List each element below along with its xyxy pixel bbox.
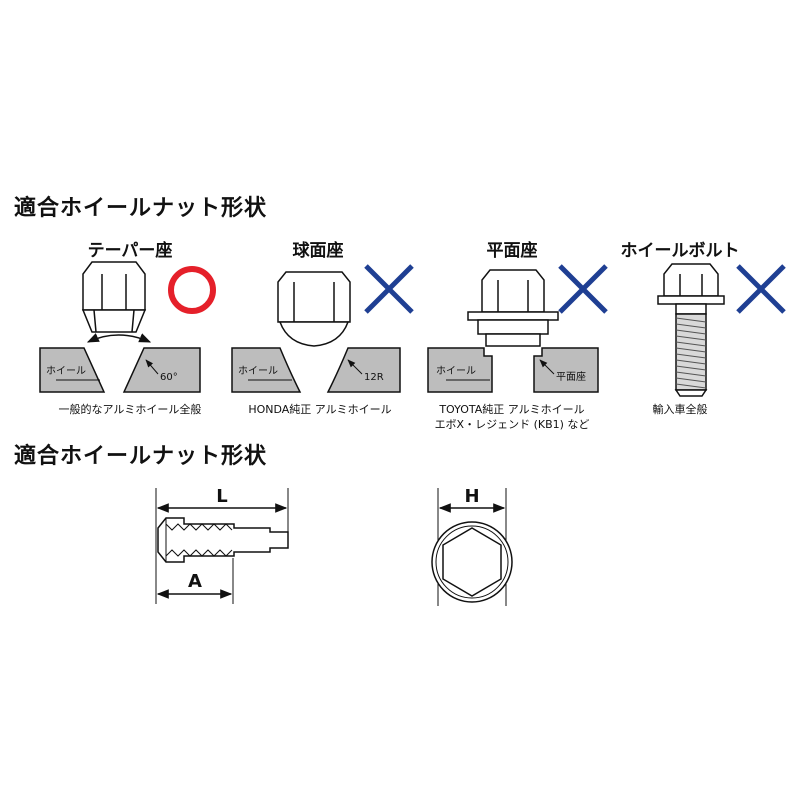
seat-leader [539, 359, 555, 375]
section-title-fitment: 適合ホイールナット形状 [14, 196, 268, 221]
ball-nut-icon [277, 271, 351, 347]
nut-side-view: L A [155, 486, 289, 604]
item-label-ball-seat: 球面座 [292, 241, 344, 261]
item-label-flat-seat: 平面座 [486, 241, 538, 261]
caption-line: 一般的なアルミホイール全般 [58, 403, 202, 416]
nut-thread [165, 518, 233, 562]
taper-seat-diagram: ホイール 60° [39, 261, 216, 393]
caption-ball-seat: HONDA純正 アルミホイール [220, 402, 420, 417]
caption-line: 輸入車全般 [652, 403, 708, 416]
caption-wheel-bolt: 輸入車全般 [600, 402, 760, 417]
wheel-label: ホイール [46, 365, 86, 377]
ball-seat-diagram: ホイール 12R [231, 264, 414, 393]
wheel-label: ホイール [436, 365, 476, 377]
seat-leader [145, 359, 159, 375]
bolt-thread [675, 317, 707, 389]
circle-mark-icon [168, 266, 216, 314]
flat-seat-diagram: ホイール 平面座 [427, 264, 608, 393]
caption-flat-seat: TOYOTA純正 アルミホイール エボX・レジェンド (KB1) など [412, 402, 612, 432]
item-label-wheel-bolt: ホイールボルト [620, 241, 740, 261]
angle-arc [86, 333, 152, 343]
wheel-bolt-icon [657, 263, 725, 397]
seat-label: 平面座 [556, 370, 586, 383]
dim-A-label: A [188, 571, 202, 592]
caption-line: HONDA純正 アルミホイール [248, 403, 392, 416]
inner-ring [435, 525, 509, 599]
caption-line: TOYOTA純正 アルミホイール [439, 403, 585, 416]
cross-mark-icon [736, 264, 786, 314]
item-label-taper-seat: テーパー座 [87, 241, 173, 261]
section-title-dimensions: 適合ホイールナット形状 [14, 444, 268, 469]
hex-outline [442, 527, 502, 597]
flat-nut-icon [467, 269, 559, 347]
wheel-label: ホイール [238, 365, 278, 377]
wheel-bolt-diagram [657, 263, 786, 397]
wheel-seat-section [427, 347, 599, 393]
cross-mark-icon [558, 264, 608, 314]
dim-L-label: L [216, 486, 227, 507]
wheel-seat-section [231, 347, 401, 393]
caption-taper-seat: 一般的なアルミホイール全般 [30, 402, 230, 417]
nut-end-view: H [431, 486, 513, 606]
taper-nut-icon [81, 261, 147, 333]
cross-mark-icon [364, 264, 414, 314]
caption-line: エボX・レジェンド (KB1) など [434, 418, 590, 431]
seat-leader [347, 359, 363, 375]
wheel-seat-section [39, 347, 201, 393]
seat-label: 60° [160, 372, 178, 383]
nut-side-outline [157, 517, 289, 563]
dim-H-label: H [464, 486, 479, 507]
seat-label: 12R [364, 372, 384, 383]
